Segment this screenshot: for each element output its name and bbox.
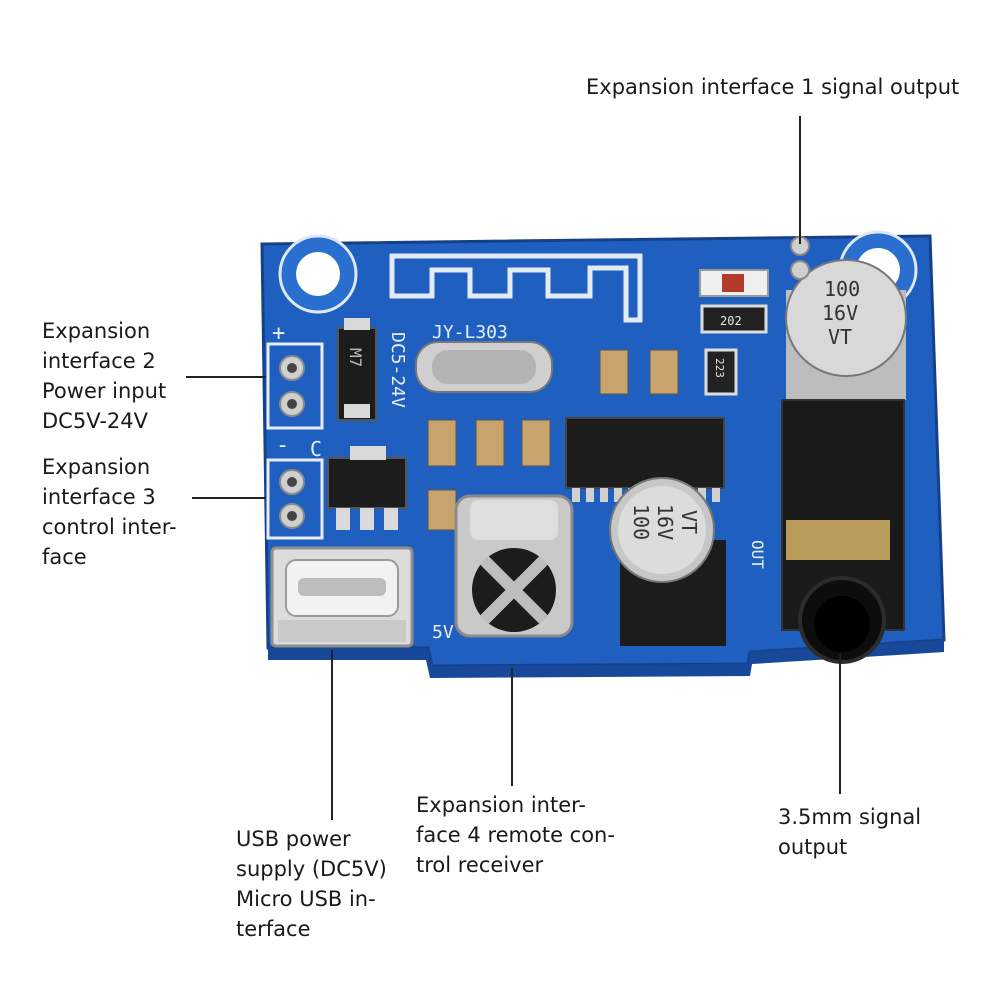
label-line: face (42, 545, 87, 569)
label-expansion-3: Expansion interface 3 control inter- fac… (42, 452, 177, 572)
silk-minus: - (276, 433, 289, 458)
label-line: face 4 remote con- (416, 823, 615, 847)
cap-top-line3: VT (828, 325, 852, 349)
ir-remote-receiver (454, 494, 574, 638)
label-expansion-2: Expansion interface 2 Power input DC5V-2… (42, 316, 166, 436)
resistor-223 (704, 348, 738, 396)
mounting-hole-left (278, 234, 358, 314)
silk-plus: + (272, 321, 285, 346)
resistor-202 (700, 304, 768, 334)
cap-mid-line2: 16V (653, 504, 677, 540)
label-line: terface (236, 917, 311, 941)
label-line: Expansion (42, 319, 151, 343)
antenna-trace (389, 253, 643, 323)
leader-exp2 (186, 376, 266, 378)
diode-label: M7 (346, 348, 365, 367)
label-line: Micro USB in- (236, 887, 376, 911)
silk-c: C (310, 437, 322, 461)
cap-top-line2: 16V (822, 301, 858, 325)
label-line: output (778, 835, 848, 859)
header-control (266, 458, 324, 540)
cap-mid-line1: 100 (629, 504, 653, 540)
label-line: DC5V-24V (42, 409, 148, 433)
label-line: supply (DC5V) (236, 857, 387, 881)
leader-exp3 (192, 497, 266, 499)
cap-top-line1: 100 (824, 277, 860, 301)
leader-exp4 (511, 668, 513, 786)
leader-jack (839, 654, 841, 794)
micro-usb-port (270, 546, 414, 648)
silk-voltage: DC5-24V (387, 332, 408, 408)
voltage-regulator (327, 457, 407, 509)
label-3-5mm-output: 3.5mm signal output (778, 802, 921, 862)
resistor-202-label: 202 (720, 314, 742, 328)
audio-jack-3-5mm (781, 399, 905, 664)
silk-out: OUT (748, 540, 767, 569)
silk-5v: 5V (432, 622, 454, 643)
label-line: Power input (42, 379, 167, 403)
capacitor-mid (609, 477, 726, 646)
crystal-oscillator (415, 341, 553, 393)
audio-ic (565, 417, 725, 502)
capacitor-top (785, 259, 907, 400)
label-line: USB power (236, 827, 351, 851)
header-power (266, 342, 324, 430)
label-line: control inter- (42, 515, 177, 539)
label-usb-power: USB power supply (DC5V) Micro USB in- te… (236, 824, 387, 944)
label-expansion-1: Expansion interface 1 signal output (586, 72, 959, 102)
silk-model: JY-L303 (432, 322, 508, 343)
label-line: Expansion interface 1 signal output (586, 75, 960, 99)
label-expansion-4: Expansion inter- face 4 remote con- trol… (416, 790, 615, 880)
label-line: Expansion (42, 455, 151, 479)
leader-usb (331, 650, 333, 820)
resistor-223-label: 223 (713, 358, 726, 378)
label-line: 3.5mm signal (778, 805, 922, 829)
label-line: Expansion inter- (416, 793, 586, 817)
label-line: interface 2 (42, 349, 156, 373)
cap-mid-line3: VT (677, 510, 701, 534)
leader-exp1 (799, 116, 801, 244)
label-line: interface 3 (42, 485, 156, 509)
label-line: trol receiver (416, 853, 544, 877)
